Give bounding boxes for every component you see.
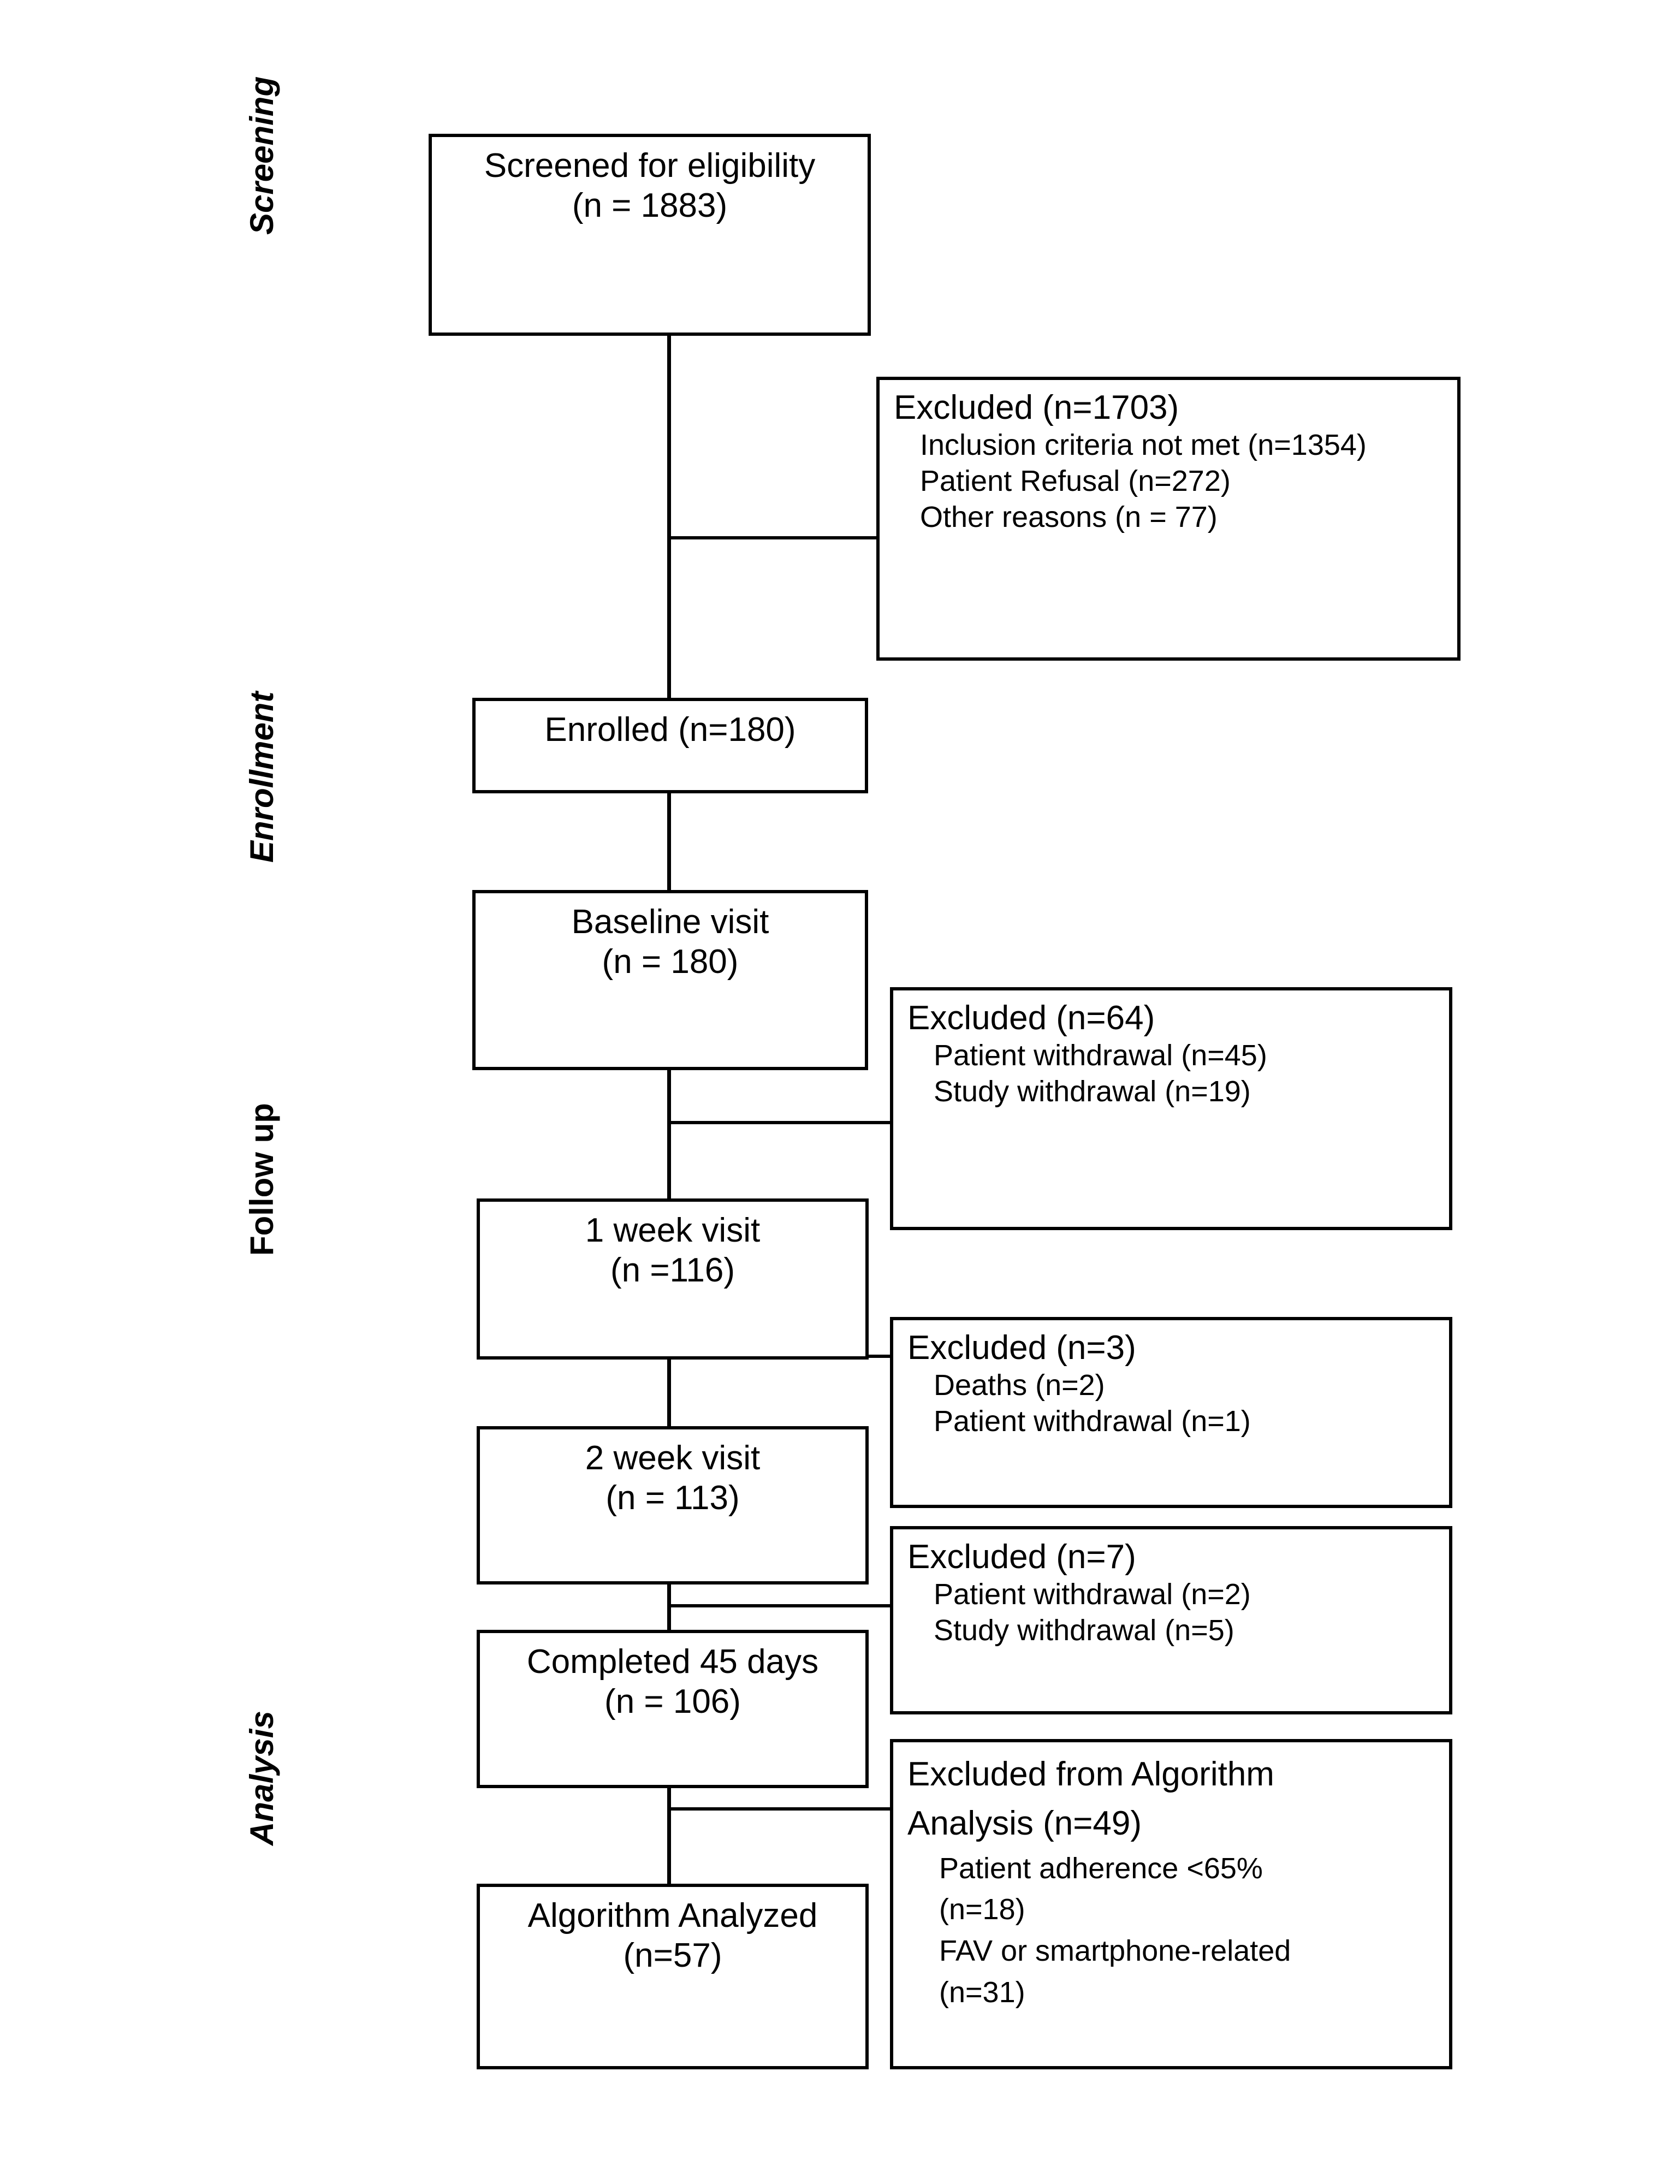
node-day45-line1: Completed 45 days <box>526 1643 819 1681</box>
exclusion-reason: Patient Refusal (n=272) <box>920 465 1231 498</box>
node-week2-line2: (n = 113) <box>605 1479 740 1517</box>
exclusion-reason: Other reasons (n = 77) <box>920 500 1218 533</box>
exclusion-week2-title: Excluded (n=7) <box>907 1538 1136 1576</box>
exclusion-box-analysis: Excluded from Algorithm Analysis (n=49) … <box>890 1739 1452 2069</box>
node-day45-line2: (n = 106) <box>604 1683 741 1721</box>
node-analyzed-line1: Algorithm Analyzed <box>527 1897 818 1934</box>
connector-branch-baseline-exclusion <box>667 1121 891 1124</box>
exclusion-reason: Patient withdrawal (n=2) <box>934 1578 1251 1611</box>
node-screened-for-eligibility: Screened for eligibility (n = 1883) <box>429 134 871 336</box>
connector-trunk-screened-enrolled <box>667 333 671 715</box>
exclusion-reason: Study withdrawal (n=5) <box>934 1614 1234 1647</box>
node-week2-line1: 2 week visit <box>585 1439 761 1477</box>
exclusion-baseline-title: Excluded (n=64) <box>907 999 1155 1037</box>
exclusion-reason: Deaths (n=2) <box>934 1369 1105 1402</box>
connector-branch-analysis-exclusion <box>667 1807 891 1811</box>
connector-trunk-week1-week2 <box>667 1298 671 1429</box>
node-week1-line1: 1 week visit <box>585 1212 761 1249</box>
connector-trunk-baseline-week1 <box>667 1066 671 1202</box>
connector-trunk-enrolled-baseline <box>667 791 671 894</box>
stage-label-analysis: Analysis <box>244 1711 280 1845</box>
exclusion-screening-title: Excluded (n=1703) <box>894 389 1179 426</box>
exclusion-box-screening: Excluded (n=1703) Inclusion criteria not… <box>876 377 1461 661</box>
exclusion-analysis-title: Excluded from Algorithm Analysis (n=49) <box>907 1755 1274 1842</box>
exclusion-box-baseline: Excluded (n=64) Patient withdrawal (n=45… <box>890 987 1452 1230</box>
connector-branch-week2-exclusion <box>667 1604 891 1607</box>
stage-label-enrollment: Enrollment <box>244 691 280 863</box>
node-week1-line2: (n =116) <box>610 1251 735 1290</box>
node-analyzed-line2: (n=57) <box>623 1937 722 1975</box>
exclusion-screening-reasons: Inclusion criteria not met (n=1354) Pati… <box>880 428 1457 536</box>
exclusion-week2-reasons: Patient withdrawal (n=2) Study withdrawa… <box>893 1577 1449 1649</box>
stage-label-screening: Screening <box>244 76 280 235</box>
exclusion-reason: Patient adherence <65% (n=18) <box>939 1851 1263 1926</box>
node-baseline-line2: (n = 180) <box>602 943 739 981</box>
node-screened-line2: (n = 1883) <box>572 187 728 225</box>
node-enrolled: Enrolled (n=180) <box>472 698 868 793</box>
connector-branch-screening-exclusion <box>667 536 880 539</box>
node-completed-45-days: Completed 45 days (n = 106) <box>477 1630 869 1788</box>
exclusion-reason: FAV or smartphone-related (n=31) <box>939 1934 1291 2009</box>
stage-label-followup: Follow up <box>244 1103 280 1256</box>
exclusion-week1-title: Excluded (n=3) <box>907 1329 1136 1367</box>
exclusion-reason: Inclusion criteria not met (n=1354) <box>920 429 1367 462</box>
node-enrolled-line1: Enrolled (n=180) <box>544 711 796 749</box>
exclusion-week1-reasons: Deaths (n=2) Patient withdrawal (n=1) <box>893 1368 1449 1440</box>
node-baseline-line1: Baseline visit <box>571 903 769 941</box>
node-week1-visit: 1 week visit (n =116) <box>477 1198 869 1360</box>
exclusion-box-week1: Excluded (n=3) Deaths (n=2) Patient with… <box>890 1317 1452 1508</box>
node-screened-line1: Screened for eligibility <box>484 147 816 185</box>
exclusion-reason: Study withdrawal (n=19) <box>934 1075 1251 1108</box>
exclusion-reason: Patient withdrawal (n=45) <box>934 1039 1267 1072</box>
exclusion-analysis-reasons: Patient adherence <65% (n=18) FAV or sma… <box>893 1848 1449 2013</box>
node-baseline-visit: Baseline visit (n = 180) <box>472 890 868 1070</box>
node-algorithm-analyzed: Algorithm Analyzed (n=57) <box>477 1884 869 2069</box>
exclusion-box-week2: Excluded (n=7) Patient withdrawal (n=2) … <box>890 1526 1452 1714</box>
node-week2-visit: 2 week visit (n = 113) <box>477 1426 869 1584</box>
exclusion-reason: Patient withdrawal (n=1) <box>934 1405 1251 1438</box>
exclusion-baseline-reasons: Patient withdrawal (n=45) Study withdraw… <box>893 1038 1449 1110</box>
